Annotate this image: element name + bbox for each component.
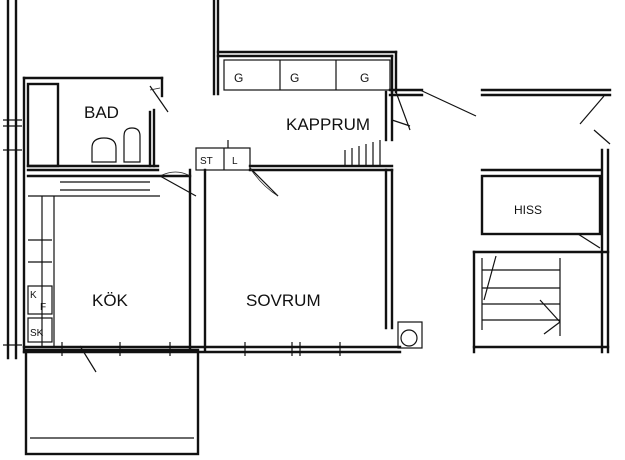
room-label-elevator: HISS (514, 203, 542, 217)
fridge-marker-top: K (30, 290, 37, 301)
toilet-icon (123, 127, 141, 163)
wardrobe-marker-1: G (234, 71, 243, 85)
interior-partitions (188, 90, 394, 352)
kitchen-counters (26, 174, 192, 346)
broom-closet-marker: SK (30, 328, 44, 339)
window-marks (61, 342, 341, 356)
storage-marker: ST (200, 156, 213, 167)
bathroom (26, 82, 169, 172)
wardrobe-marker-3: G (360, 71, 369, 85)
column (397, 321, 423, 349)
room-label-bedroom: SOVRUM (246, 291, 321, 310)
stairwell (472, 148, 610, 354)
sink-icon (91, 137, 117, 163)
wardrobes (223, 59, 391, 91)
door-swings (79, 89, 611, 373)
linen-marker: L (232, 156, 238, 167)
room-label-kitchen: KÖK (92, 291, 129, 310)
room-label-bathroom: BAD (84, 103, 119, 122)
wardrobe-marker-2: G (290, 71, 299, 85)
balcony (24, 348, 200, 456)
room-label-closet: KAPPRUM (286, 115, 370, 134)
closet-fixtures (195, 91, 411, 172)
left-exterior-wall (3, 0, 22, 360)
apartment-walls (22, 0, 612, 354)
fridge-marker-bottom: F (40, 302, 46, 313)
